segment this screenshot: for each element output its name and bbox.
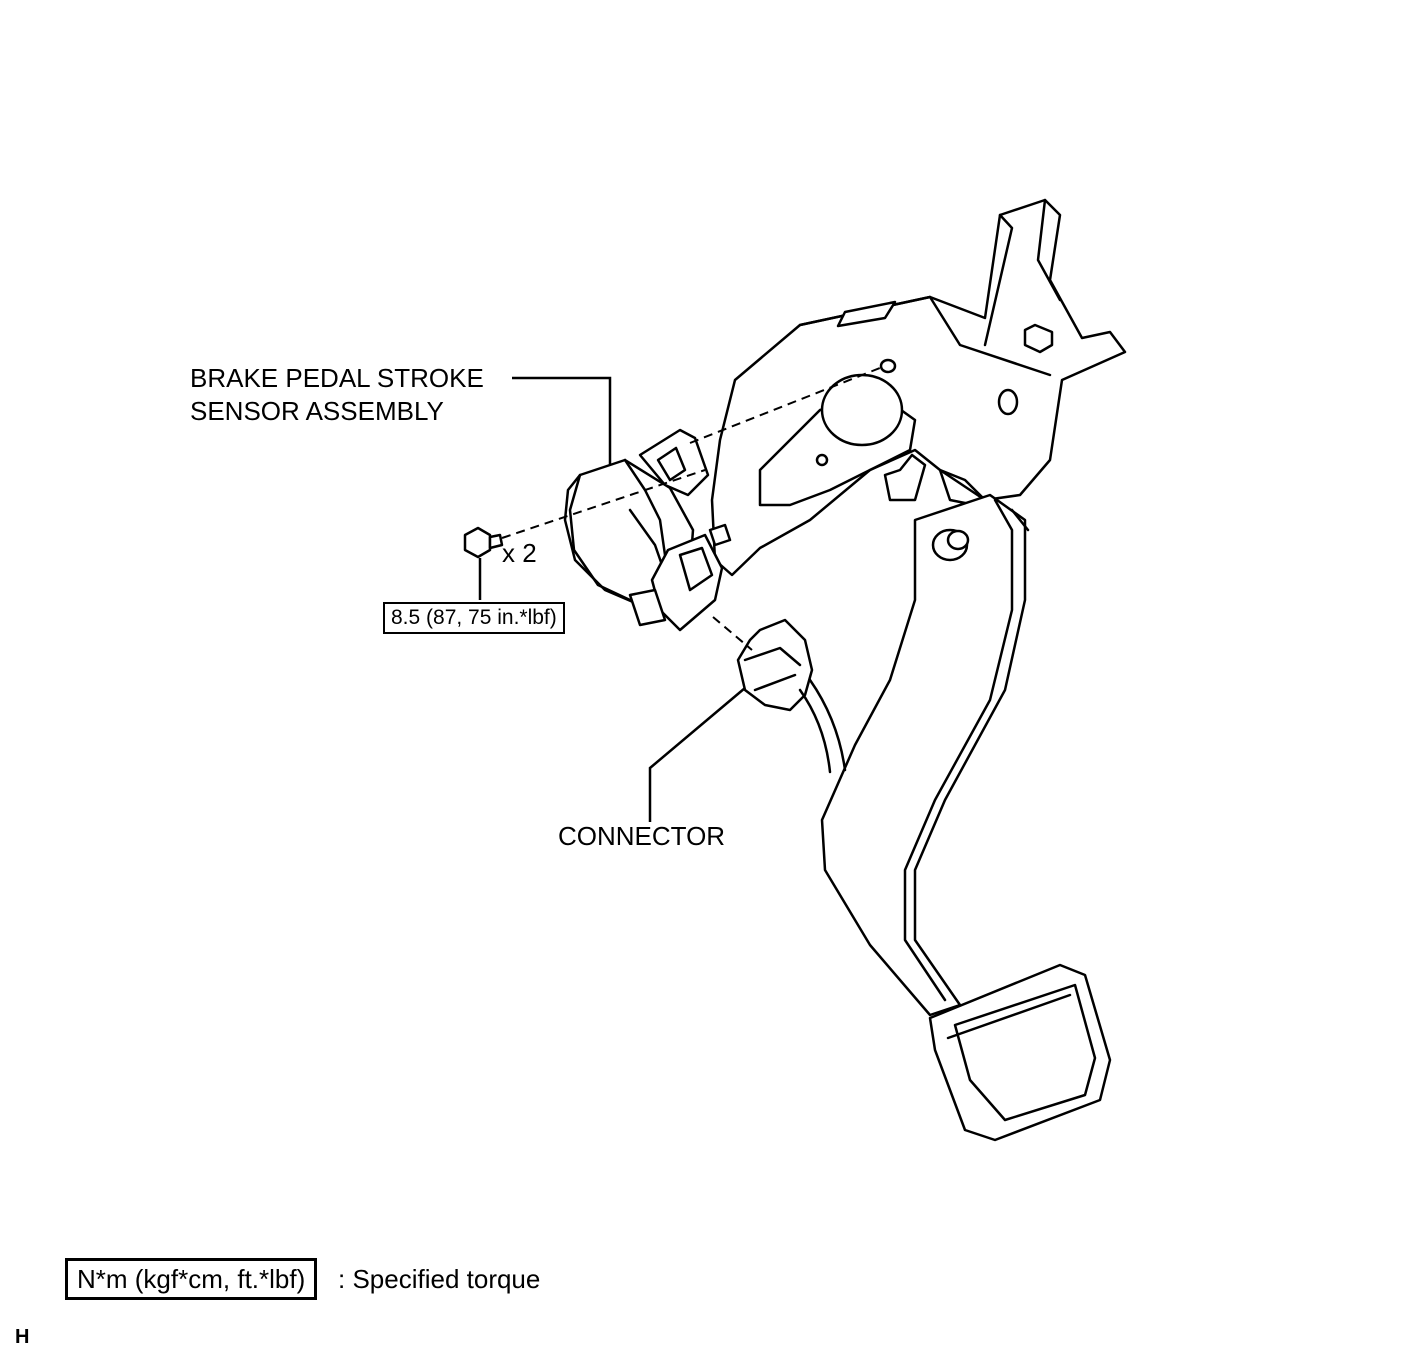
alignment-line-connector	[712, 616, 753, 651]
stroke-sensor	[563, 428, 732, 632]
connector-label: CONNECTOR	[558, 821, 726, 851]
sensor-leader-line	[512, 376, 612, 465]
corner-mark: H	[15, 1326, 30, 1348]
sensor-label-line2: SENSOR ASSEMBLY	[190, 396, 444, 426]
bolt-torque-box: 8.5 (87, 75 in.*lbf)	[383, 602, 565, 634]
connector-leader-line	[648, 687, 746, 822]
torque-legend-description: : Specified torque	[338, 1264, 541, 1294]
stud-pin	[931, 528, 970, 562]
pedal-arm	[820, 493, 1030, 1017]
harness-connector	[736, 618, 847, 774]
alignment-line-upper	[689, 365, 886, 444]
torque-unit-legend-box: N*m (kgf*cm, ft.*lbf)	[65, 1258, 318, 1300]
alignment-line-lower	[501, 469, 706, 539]
pedal-pad	[928, 963, 1112, 1142]
bolt-quantity: x 2	[502, 538, 537, 568]
bolt	[463, 526, 504, 559]
pedal-bracket	[710, 198, 1127, 577]
sensor-label-line1: BRAKE PEDAL STROKE	[190, 363, 484, 393]
